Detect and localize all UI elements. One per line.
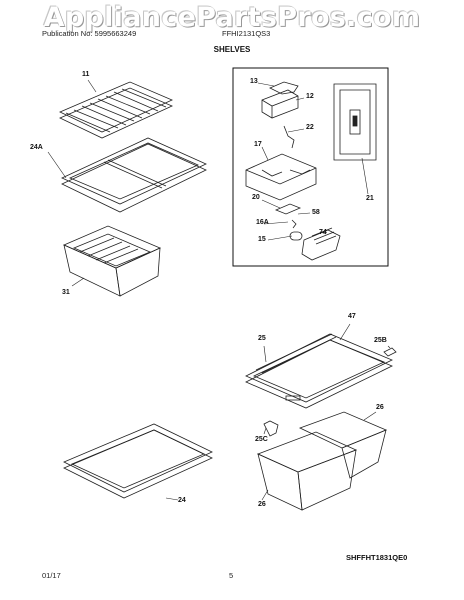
- callout-21: 21: [366, 195, 374, 202]
- page-title: SHELVES: [213, 45, 251, 54]
- glass-shelf-25: [245, 333, 393, 409]
- callout-16a: 16A: [256, 219, 269, 226]
- callout-24: 24: [178, 497, 186, 504]
- callout-13: 13: [250, 78, 258, 85]
- callout-31: 31: [62, 289, 70, 296]
- callout-17: 17: [254, 141, 262, 148]
- crisper-drawers-26: [256, 411, 388, 511]
- callout-22: 22: [306, 124, 314, 131]
- drawer-31: [63, 225, 161, 297]
- drawing-code: SHFFHT1831QE0: [346, 553, 408, 562]
- callout-74: 74: [319, 229, 327, 236]
- publication-number: Publication No: 5995663249: [42, 29, 137, 38]
- callout-24a: 24A: [30, 144, 43, 151]
- callout-58: 58: [312, 209, 320, 216]
- callout-25: 25: [258, 335, 266, 342]
- callout-11: 11: [82, 71, 90, 78]
- ice-dispenser-box: [232, 67, 389, 267]
- glass-shelf-24: [63, 423, 213, 499]
- model-number: FFHI2131QS3: [222, 29, 271, 38]
- callout-20: 20: [252, 194, 260, 201]
- ice-dispenser-assembly: [245, 81, 377, 261]
- callout-12: 12: [306, 93, 314, 100]
- watermark-logo: AppliancePartsPros.com: [43, 2, 421, 33]
- callout-26-bottom: 26: [258, 501, 266, 508]
- callout-25c: 25C: [255, 436, 268, 443]
- callout-25b: 25B: [374, 337, 387, 344]
- callout-15: 15: [258, 236, 266, 243]
- glass-shelf-24a: [61, 137, 207, 213]
- callout-26-top: 26: [376, 404, 384, 411]
- wire-shelf-11: [59, 81, 173, 139]
- footer-date: 01/17: [42, 571, 61, 580]
- footer-page-number: 5: [229, 571, 234, 580]
- callout-47: 47: [348, 313, 356, 320]
